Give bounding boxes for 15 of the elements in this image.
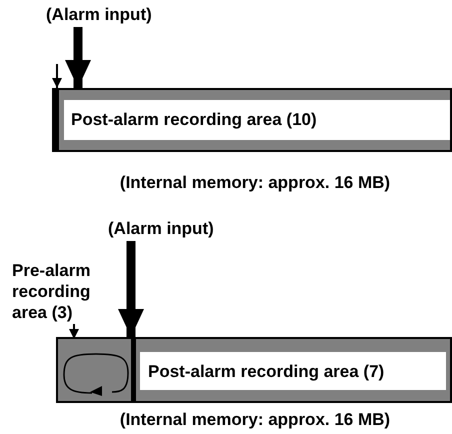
arrow (52, 64, 62, 88)
input-label: (Alarm input) (46, 4, 174, 26)
area-label: Post-alarm recording area (10) (71, 109, 317, 130)
recording-area-box (64, 100, 450, 140)
recording-area-box (140, 352, 446, 390)
arrow (69, 324, 79, 339)
memory-bar (56, 337, 452, 403)
arrow (65, 27, 91, 88)
area-label: Post-alarm recording area (7) (148, 361, 384, 382)
memory-size-caption: (Internal memory: approx. 16 MB) (118, 409, 392, 430)
input-label: (Alarm input) (108, 218, 236, 240)
arrow (118, 241, 144, 337)
memory-size-caption: (Internal memory: approx. 16 MB) (118, 172, 392, 193)
area-label: Pre-alarm recording area (3) (12, 260, 102, 323)
memory-bar (52, 88, 452, 152)
